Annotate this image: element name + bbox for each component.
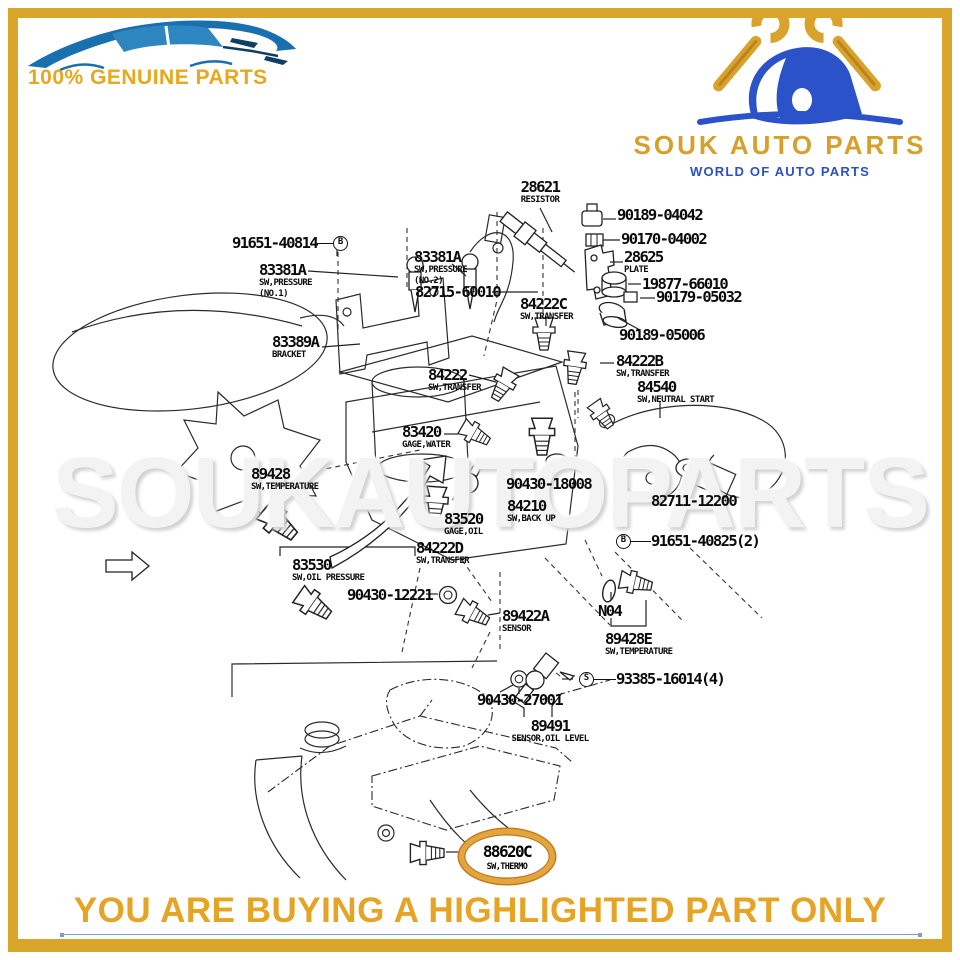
part-label-91651-40814: 91651-40814 B [232, 235, 349, 251]
watermark-text: SOUKAUTOPARTS [52, 437, 930, 549]
part-label-90430-12221: 90430-12221 [347, 586, 434, 604]
part-label-82715-60010: 82715-60010 [415, 283, 502, 301]
part-label-84222c: 84222C SW,TRANSFER [520, 295, 574, 323]
part-label-90430-27001: 90430-27001 [477, 691, 564, 709]
logo-title: SOUK AUTO PARTS [633, 130, 927, 160]
circle-marker-b: B [333, 235, 349, 251]
circle-marker-b: B [616, 533, 631, 549]
part-label-90170-04002: 90170-04002 [621, 230, 708, 248]
part-label-90179-05032: 90179-05032 [656, 288, 743, 306]
souk-logo-icon [697, 16, 903, 125]
part-label-28621: 28621 RESISTOR [520, 178, 561, 206]
leader-line [631, 540, 651, 542]
part-label-19877-66010: 19877-66010 [642, 275, 729, 293]
part-label-83530: 83530 SW,OIL PRESSURE [292, 556, 365, 584]
part-label-93385-16014: S 93385-16014(4) [579, 671, 726, 687]
leader-line [594, 678, 616, 680]
part-label-84222b: 84222B SW,TRANSFER [616, 352, 670, 380]
part-label-28625: 28625 PLATE [624, 248, 664, 276]
footer-underline [60, 932, 922, 937]
car-logo-icon [28, 20, 296, 72]
part-label-n04: N04 [598, 602, 623, 620]
part-label-84222: 84222 SW,TRANSFER [428, 366, 482, 394]
highlighted-part-sublabel: SW,THERMO [486, 861, 528, 872]
highlighted-part-oval: 88620C SW,THERMO [459, 829, 555, 884]
leader-line [317, 242, 334, 244]
circle-marker-s: S [579, 671, 594, 687]
part-label-84222d: 84222D SW,TRANSFER [416, 539, 470, 567]
part-label-84210: 84210 SW,BACK UP [507, 497, 556, 525]
footer-notice: YOU ARE BUYING A HIGHLIGHTED PART ONLY [73, 891, 887, 930]
part-label-83381a-no1: 83381A SW,PRESSURE (NO.1) [259, 261, 313, 299]
genuine-parts-label: 100% GENUINE PARTS [28, 66, 268, 89]
highlighted-part-number: 88620C [482, 841, 533, 861]
part-label-82711-12200: 82711-12200 [651, 492, 738, 510]
part-label-90430-18008: 90430-18008 [506, 475, 593, 493]
part-label-90189-04042: 90189-04042 [617, 206, 704, 224]
logo-subtitle: WORLD OF AUTO PARTS [690, 164, 870, 179]
part-label-83381a-no2: 83381A SW,PRESSURE (NO.2) [414, 248, 468, 286]
part-label-89428e: 89428E SW,TEMPERATURE [605, 630, 673, 658]
part-label-89428: 89428 SW,TEMPERATURE [251, 465, 319, 493]
part-label-83389a: 83389A BRACKET [272, 333, 320, 361]
part-label-83420: 83420 GAGE,WATER [402, 423, 451, 451]
part-label-89422a: 89422A SENSOR [502, 607, 550, 635]
part-label-84540: 84540 SW,NEUTRAL START [637, 378, 715, 406]
part-label-89491: 89491 SENSOR,OIL LEVEL [511, 717, 589, 745]
part-label-83520: 83520 GAGE,OIL [444, 510, 484, 538]
part-label-91651-40825: B 91651-40825(2) [616, 533, 761, 549]
part-label-90189-05006: 90189-05006 [619, 326, 706, 344]
